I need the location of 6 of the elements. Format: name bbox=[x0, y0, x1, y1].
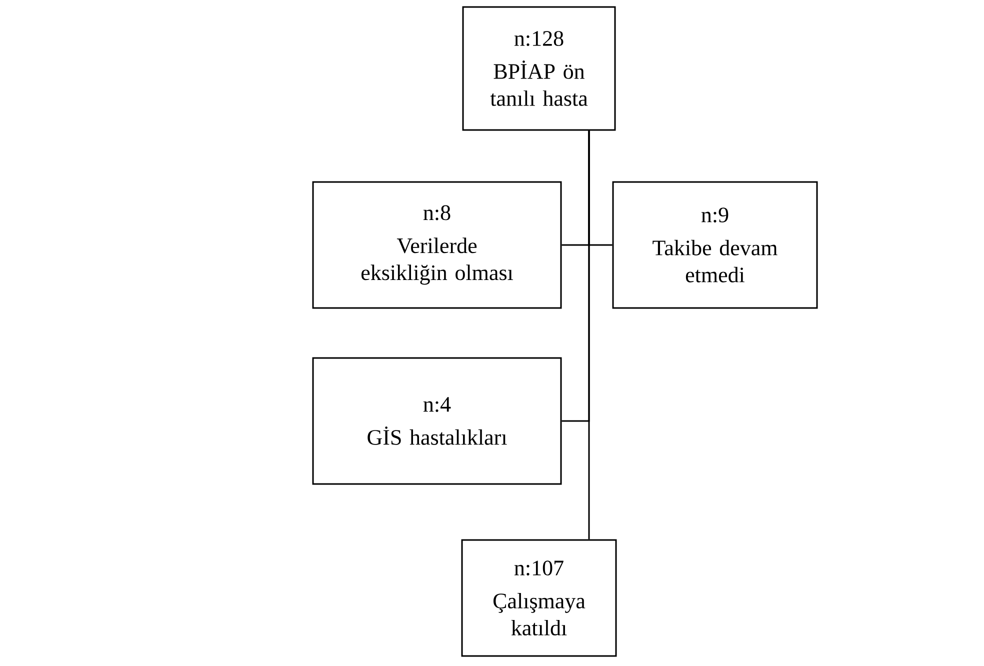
flow-box: n:128 BPİAP ön tanılı hasta bbox=[462, 6, 616, 131]
flow-box: n:9 Takibe devam etmedi bbox=[612, 181, 818, 309]
flow-box: n:8 Verilerde eksikliğin olması bbox=[312, 181, 562, 309]
connector-line bbox=[562, 130, 590, 422]
flow-box: n:4 GİS hastalıkları bbox=[312, 357, 562, 485]
flow-box: n:107 Çalışmaya katıldı bbox=[461, 539, 617, 657]
